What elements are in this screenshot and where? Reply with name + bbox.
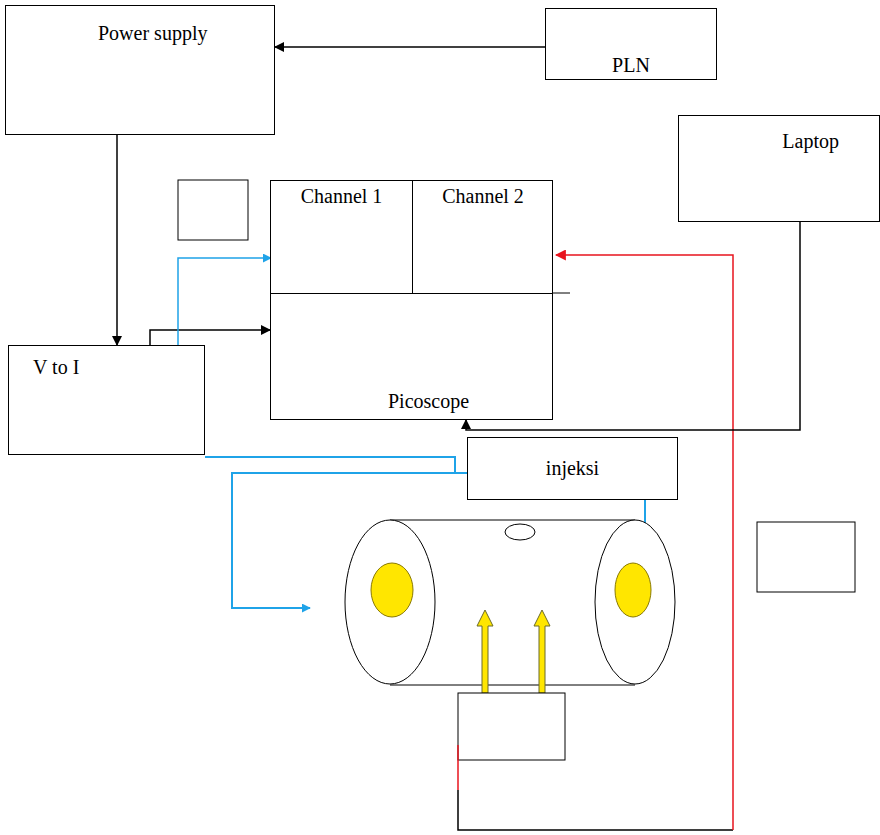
tank-cylinder (345, 520, 675, 685)
connector (275, 46, 545, 48)
electrode-wire (205, 457, 455, 473)
converter-box: V to I (8, 345, 205, 455)
oscilloscope-box: Picoscope Channel 1 Channel 2 (270, 180, 553, 420)
signal-wire (556, 255, 733, 830)
connector (178, 258, 271, 345)
node-label: Picoscope (388, 390, 469, 413)
channel-cell: Channel 1 (271, 181, 413, 294)
node-label: PLN (612, 54, 650, 77)
channel-cell: Channel 2 (413, 181, 553, 294)
process-box: Power supply (5, 5, 275, 135)
computer-box: Laptop (678, 115, 880, 222)
signal-wire (457, 745, 459, 790)
injection-box: injeksi (467, 437, 678, 500)
sensor-box (458, 693, 565, 760)
probe-arrow (534, 610, 550, 693)
empty-box (757, 522, 855, 592)
electrode (371, 563, 413, 617)
empty-box (178, 180, 248, 240)
node-label: V to I (33, 356, 79, 379)
electrode (615, 563, 651, 617)
connector (116, 135, 118, 345)
signal-wire (458, 790, 733, 830)
source-box: PLN (545, 8, 717, 80)
connector (150, 330, 270, 345)
node-label: Power supply (98, 22, 207, 45)
divider-line (553, 293, 570, 294)
node-label: Channel 1 (301, 185, 383, 208)
node-label: injeksi (546, 457, 599, 480)
node-label: Laptop (782, 130, 839, 153)
node-label: Channel 2 (442, 185, 524, 208)
probe-arrow (477, 610, 493, 693)
